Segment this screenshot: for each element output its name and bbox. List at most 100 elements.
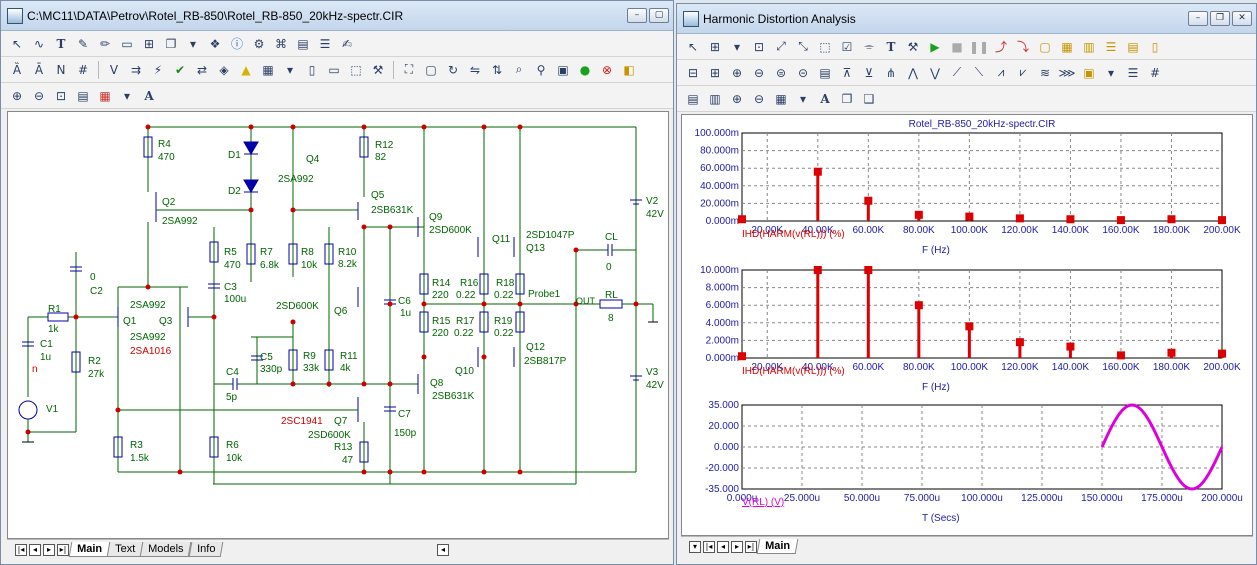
tool-icon[interactable]: ⚒	[907, 39, 919, 54]
tab-main[interactable]: Main	[756, 539, 799, 554]
mirror-icon[interactable]: ⇅	[491, 62, 503, 77]
select-icon[interactable]: ↖	[687, 39, 699, 54]
current-icon[interactable]: ⇉	[130, 62, 142, 77]
help-icon[interactable]: ❖	[209, 36, 221, 51]
warning-icon[interactable]: ▲	[241, 62, 251, 77]
measure-8-icon[interactable]: ⩘	[997, 65, 1005, 79]
measure-7-icon[interactable]: ⟍	[974, 65, 984, 79]
tool-icon[interactable]: ⚒	[372, 62, 384, 77]
pan-icon[interactable]: ⤡	[798, 39, 808, 53]
page-bounds-icon[interactable]: ▭	[328, 62, 340, 77]
rotate-icon[interactable]: ↻	[447, 62, 459, 77]
page-icon[interactable]: ▯	[308, 62, 316, 77]
font-icon[interactable]: A	[144, 88, 154, 103]
zoom-in-icon[interactable]: ⊕	[11, 88, 23, 103]
zoom-fit-icon[interactable]: ⊡	[55, 88, 67, 103]
clipboard-icon[interactable]: ▣	[1083, 65, 1095, 80]
check-icon[interactable]: ✔	[174, 62, 186, 77]
attr-icon[interactable]: Ȁ	[12, 62, 22, 77]
measure-2-icon[interactable]: ⊻	[864, 65, 874, 80]
last-page-button[interactable]: ▸|	[57, 543, 69, 556]
peak-icon[interactable]: ⤴	[994, 40, 1007, 54]
harmonic-titlebar[interactable]: Harmonic Distortion Analysis – ❐ ✕	[677, 4, 1256, 34]
grid-split-icon[interactable]: ⊞	[709, 65, 721, 80]
line-icon[interactable]: ⌯	[864, 39, 874, 53]
zoom-box-icon[interactable]: ⤢	[776, 39, 786, 53]
color-palette-icon[interactable]: ▦	[99, 88, 111, 103]
attr-text-icon[interactable]: Ā	[34, 62, 44, 77]
last-page-button[interactable]: ▸|	[745, 540, 757, 553]
tab-info[interactable]: Info	[188, 542, 224, 557]
sheet-2-icon[interactable]: ▥	[709, 91, 721, 106]
schematic-titlebar[interactable]: C:\MC11\DATA\Petrov\Rotel_RB-850\Rotel_R…	[1, 1, 673, 31]
scroll-left-button[interactable]: ◂	[437, 543, 449, 556]
network-icon[interactable]: ⌘	[275, 36, 287, 51]
layout-1-icon[interactable]: ▥	[1083, 39, 1095, 54]
copy-icon[interactable]: ❐	[841, 91, 853, 106]
frame-icon[interactable]: ▢	[1039, 39, 1051, 54]
run-icon[interactable]: ●	[579, 62, 591, 77]
prev-page-button[interactable]: ◂	[717, 540, 729, 553]
tab-models[interactable]: Models	[139, 542, 193, 557]
font-icon[interactable]: A	[820, 91, 830, 106]
grid-icon[interactable]: ▦	[1061, 39, 1073, 54]
text-icon[interactable]: T	[56, 36, 66, 51]
scale-icon[interactable]: ⊡	[753, 39, 765, 54]
component-icon[interactable]: ⊞	[709, 39, 721, 54]
sheet-icon[interactable]: ▤	[687, 91, 699, 106]
text-icon[interactable]: T	[886, 39, 896, 54]
dropdown-icon[interactable]: ▾	[286, 62, 294, 77]
number-icon[interactable]: #	[1149, 65, 1161, 80]
paste-icon[interactable]: ❑	[863, 91, 875, 106]
select-icon[interactable]: ↖	[11, 36, 23, 51]
find-icon[interactable]: ⌕	[515, 62, 523, 76]
stop-icon[interactable]: ⊗	[601, 62, 613, 77]
cross-icon[interactable]: ⇄	[196, 62, 208, 77]
split-icon[interactable]: ⊟	[687, 65, 699, 80]
measure-10-icon[interactable]: ≋	[1039, 65, 1051, 80]
zoom-out-icon[interactable]: ⊖	[753, 91, 765, 106]
pencil-icon[interactable]: ✏	[99, 36, 111, 51]
check-icon[interactable]: ☑	[841, 39, 853, 54]
tab-text[interactable]: Text	[106, 542, 144, 557]
minimize-button[interactable]: –	[1188, 11, 1208, 26]
first-page-button[interactable]: |◂	[15, 543, 27, 556]
measure-1-icon[interactable]: ⊼	[842, 65, 852, 80]
layout-4-icon[interactable]: ▯	[1151, 39, 1159, 54]
node-names-icon[interactable]: N	[56, 62, 66, 77]
pin-icon[interactable]: ◈	[219, 62, 229, 77]
dropdown-icon[interactable]: ▾	[123, 88, 131, 103]
bus-icon[interactable]: ▭	[121, 36, 133, 51]
first-page-button[interactable]: |◂	[703, 540, 715, 553]
measure-5-icon[interactable]: ⋁	[930, 65, 940, 80]
valley-icon[interactable]: ⤵	[1016, 40, 1029, 54]
copy-icon[interactable]: ❐	[165, 36, 177, 51]
list-icon[interactable]: ☰	[1127, 65, 1139, 80]
prev-page-button[interactable]: ◂	[29, 543, 41, 556]
zoom-out-icon[interactable]: ⊖	[753, 65, 765, 80]
component-icon[interactable]: ⊞	[143, 36, 155, 51]
color-grid-icon[interactable]: ▦	[775, 91, 787, 106]
measure-9-icon[interactable]: ⩗	[1019, 65, 1027, 79]
dropdown-icon[interactable]: ▾	[1107, 65, 1115, 80]
pause-icon[interactable]: ■	[951, 39, 963, 54]
edit-icon[interactable]: ✍	[341, 36, 353, 51]
properties-icon[interactable]: ▤	[297, 36, 309, 51]
zoom-in-icon[interactable]: ⊕	[731, 65, 743, 80]
layout-3-icon[interactable]: ▤	[1127, 39, 1139, 54]
schematic-canvas[interactable]: R4 470 D1 D2 Q4 2SA992 R12 82 Q5 2SB631K…	[7, 111, 669, 539]
layout-2-icon[interactable]: ☰	[1105, 39, 1117, 54]
wire-icon[interactable]: ∿	[33, 36, 45, 51]
zoom-out-icon[interactable]: ⊖	[33, 88, 45, 103]
measure-4-icon[interactable]: ⋀	[908, 65, 918, 80]
select-region-icon[interactable]: ⛶	[404, 62, 414, 76]
node-numbers-icon[interactable]: #	[77, 62, 89, 77]
restore-button[interactable]: ❐	[1210, 11, 1230, 26]
flip-icon[interactable]: ⇋	[469, 62, 481, 77]
stop-icon[interactable]: ❚❚	[968, 39, 990, 54]
maximize-button[interactable]: ▢	[649, 8, 669, 23]
dropdown-icon[interactable]: ▾	[189, 36, 197, 51]
settings-icon[interactable]: ⚙	[253, 36, 265, 51]
dropdown-button[interactable]: ▾	[689, 540, 701, 553]
